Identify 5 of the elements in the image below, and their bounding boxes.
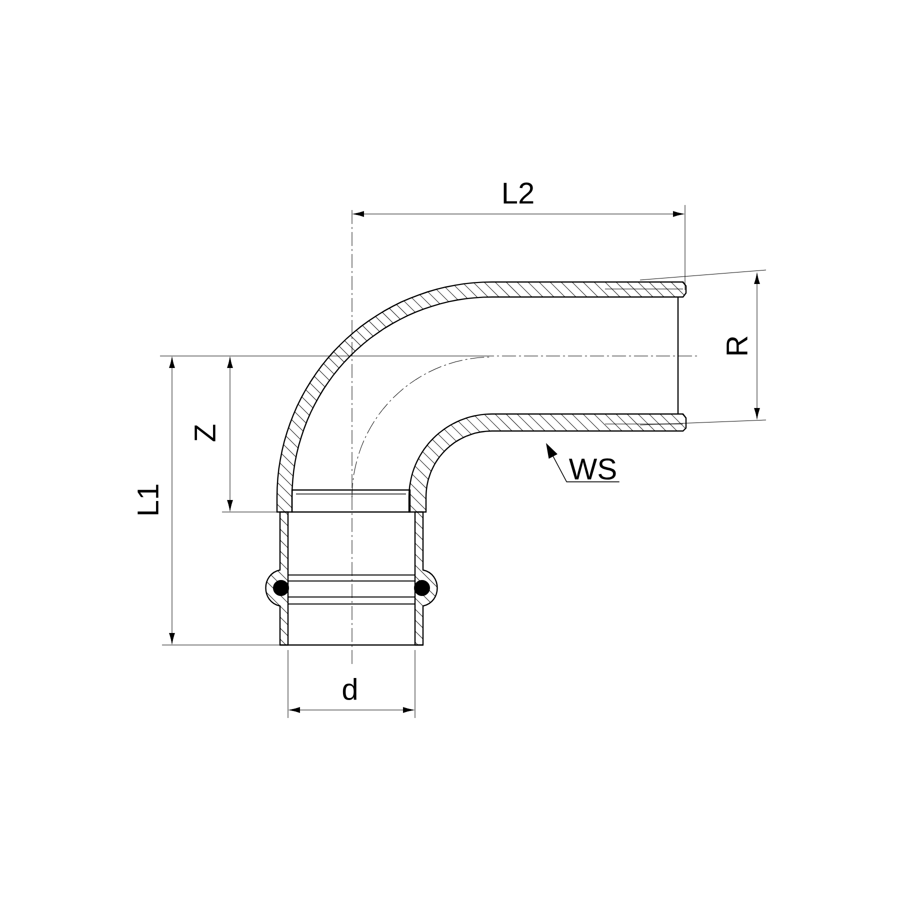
dimension-label: d [342,678,356,700]
dimension-label: R [726,336,748,354]
dimension-label: Z [194,424,216,442]
elbow-fitting-drawing [160,204,766,718]
leader-line [546,443,620,482]
